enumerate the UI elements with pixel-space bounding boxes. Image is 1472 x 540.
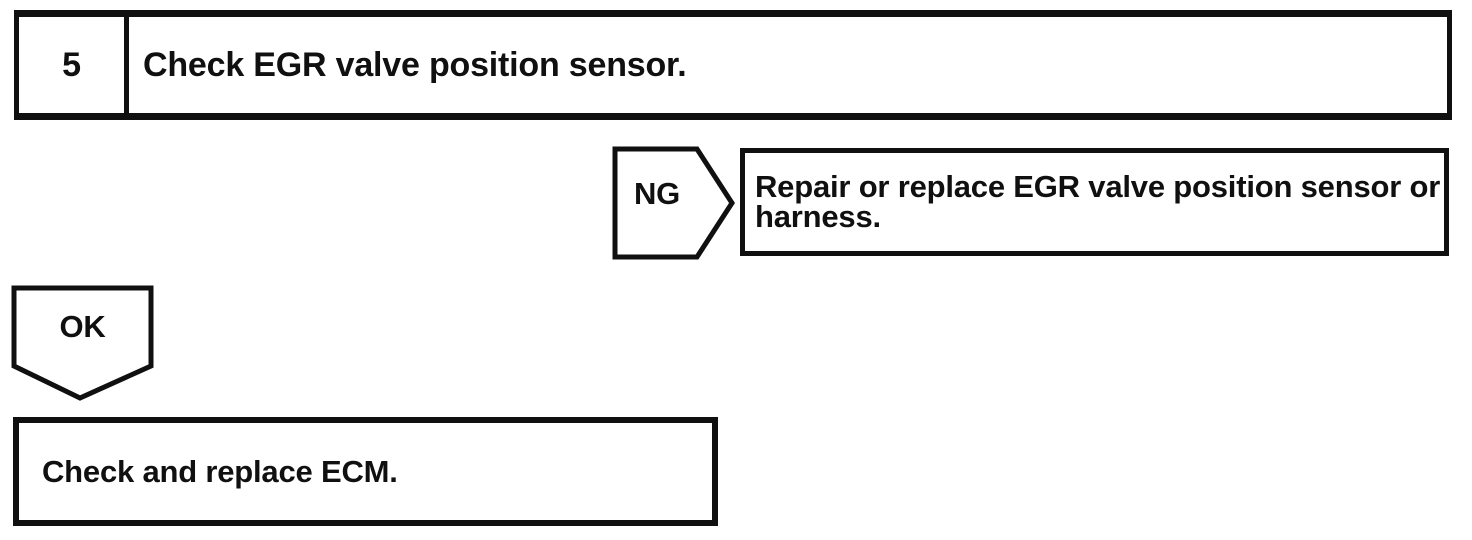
ng-connector-label: NG [633,176,681,211]
ng-action-text: Repair or replace EGR valve position sen… [755,169,1441,234]
step-title-cell: Check EGR valve position sensor. [129,17,1447,113]
ok-connector-arrow-icon [11,285,154,401]
ng-connector-arrow-icon [612,146,735,260]
step-number-cell: 5 [19,17,129,113]
ok-connector-label: OK [59,309,106,344]
ok-connector-label-wrap: OK [14,288,151,366]
step-header-box: 5 Check EGR valve position sensor. [14,10,1452,120]
ng-action-box: Repair or replace EGR valve position sen… [740,148,1449,256]
ng-connector-label-wrap: NG [615,148,699,250]
ok-action-text: Check and replace ECM. [42,453,398,489]
step-title: Check EGR valve position sensor. [143,45,687,84]
step-number: 5 [62,45,81,84]
ok-action-box: Check and replace ECM. [13,417,718,526]
